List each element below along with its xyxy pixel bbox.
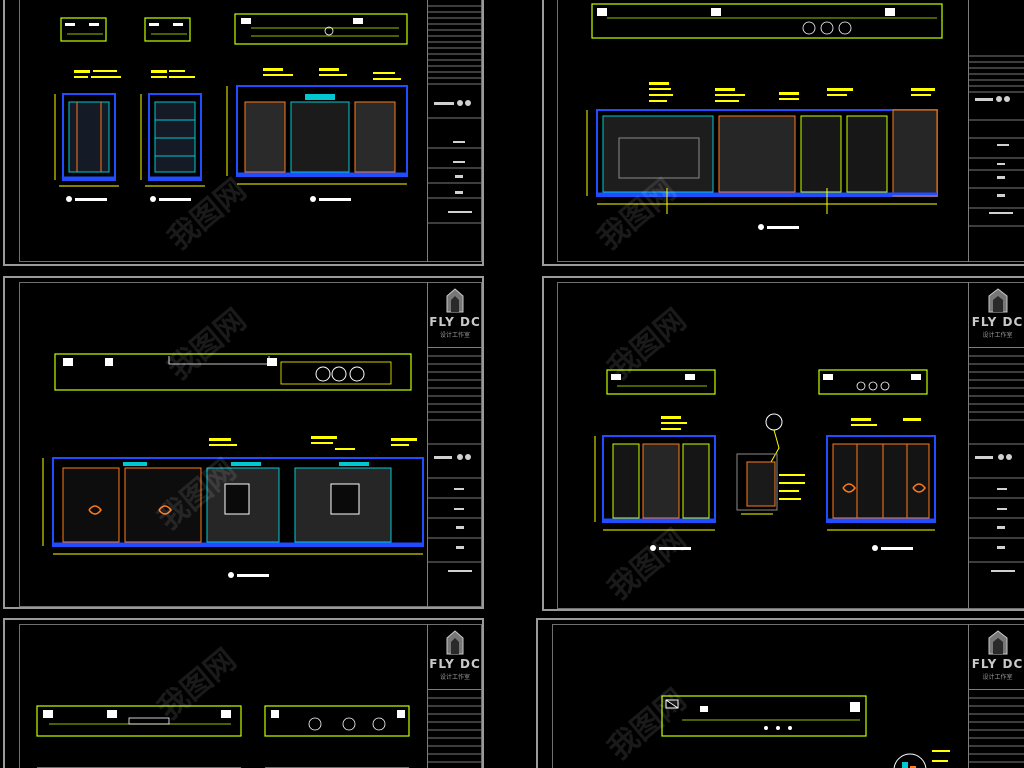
house-logo-icon — [446, 630, 464, 655]
elevation-view-right — [826, 435, 936, 531]
elevation-drawings — [661, 695, 950, 768]
elevation-view-b — [140, 93, 205, 187]
elevation-view-c — [226, 85, 408, 185]
sheet-frame — [552, 624, 1024, 768]
logo-block: FLY DC 设计工作室 — [969, 624, 1024, 690]
plan-thumbnail — [591, 3, 943, 39]
sheet-frame — [19, 624, 482, 768]
elevation-drawings — [36, 705, 410, 768]
logo-text: FLY DC — [971, 657, 1024, 671]
drawing-sheet-1[interactable] — [3, 0, 484, 266]
plan-thumbnail — [54, 353, 412, 391]
plan-thumbnail — [818, 369, 928, 395]
logo-block: FLY DC 设计工作室 — [428, 624, 482, 690]
plan-thumbnail — [60, 17, 107, 42]
logo-subtitle: 设计工作室 — [982, 674, 1013, 681]
drawing-sheet-2[interactable] — [542, 0, 1024, 266]
title-block-lines — [969, 355, 1024, 572]
title-block-lines — [969, 55, 1024, 227]
title-block: FLY DC 设计工作室 — [968, 282, 1024, 609]
sheet-frame — [19, 0, 482, 262]
house-logo-icon — [988, 288, 1008, 313]
drawing-sheet-6[interactable]: FLY DC 设计工作室 — [536, 618, 1024, 768]
title-block-lines — [428, 5, 482, 224]
title-block: FLY DC 设计工作室 — [427, 624, 482, 768]
plan-thumbnail — [661, 695, 867, 737]
title-block-lines — [428, 697, 482, 763]
plan-thumbnail — [36, 705, 242, 737]
title-block-lines — [969, 697, 1024, 763]
elevation-drawings — [586, 3, 943, 230]
logo-subtitle: 设计工作室 — [439, 332, 470, 339]
elevation-drawings — [594, 369, 936, 551]
logo-text: FLY DC — [429, 657, 481, 671]
drawing-sheet-5[interactable]: FLY DC 设计工作室 — [3, 618, 484, 768]
elevation-drawings — [54, 13, 408, 202]
section-detail — [736, 453, 805, 515]
drawing-sheet-4[interactable]: FLY DC 设计工作室 — [542, 276, 1024, 611]
plan-thumbnail — [606, 369, 716, 395]
drawing-sheet-3[interactable]: FLY DC 设计工作室 — [3, 276, 484, 609]
title-block: FLY DC 设计工作室 — [427, 282, 482, 607]
plan-thumbnail — [234, 13, 408, 45]
logo-subtitle: 设计工作室 — [982, 332, 1013, 339]
elevation-view-left — [594, 435, 716, 531]
title-block-lines — [428, 355, 482, 572]
logo-subtitle: 设计工作室 — [439, 674, 470, 681]
plan-thumbnail — [264, 705, 410, 737]
logo-text: FLY DC — [971, 315, 1024, 329]
title-block — [968, 0, 1024, 262]
elevation-view-main — [586, 109, 938, 214]
house-logo-icon — [988, 630, 1008, 655]
elevation-drawings — [42, 353, 424, 578]
sheet-frame — [557, 0, 1024, 262]
elevation-view-a — [54, 93, 119, 187]
plan-thumbnail — [144, 17, 191, 42]
logo-block: FLY DC 设计工作室 — [428, 282, 482, 348]
title-block: FLY DC 设计工作室 — [968, 624, 1024, 768]
title-block — [427, 0, 482, 262]
logo-text: FLY DC — [429, 315, 481, 329]
elevation-view-main — [42, 457, 424, 555]
house-logo-icon — [446, 288, 464, 313]
sheet-frame — [557, 282, 1024, 609]
logo-block: FLY DC 设计工作室 — [969, 282, 1024, 348]
